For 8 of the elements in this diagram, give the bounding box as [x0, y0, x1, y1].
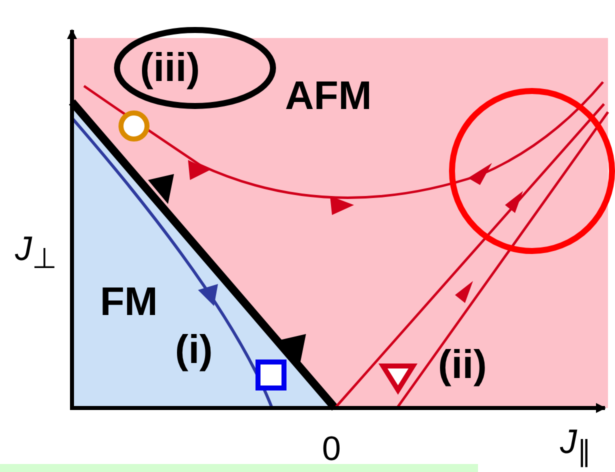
region-label: (iii): [140, 48, 200, 88]
region-label: (i): [175, 330, 213, 370]
phase-label: AFM: [285, 76, 372, 116]
region-label: (ii): [438, 345, 487, 385]
tick-label: 0: [322, 432, 341, 466]
phase-label: FM: [100, 282, 158, 322]
axis-label: J$_{⊥}$: [15, 232, 56, 274]
axis-label: J$_{∥}$: [560, 425, 591, 466]
